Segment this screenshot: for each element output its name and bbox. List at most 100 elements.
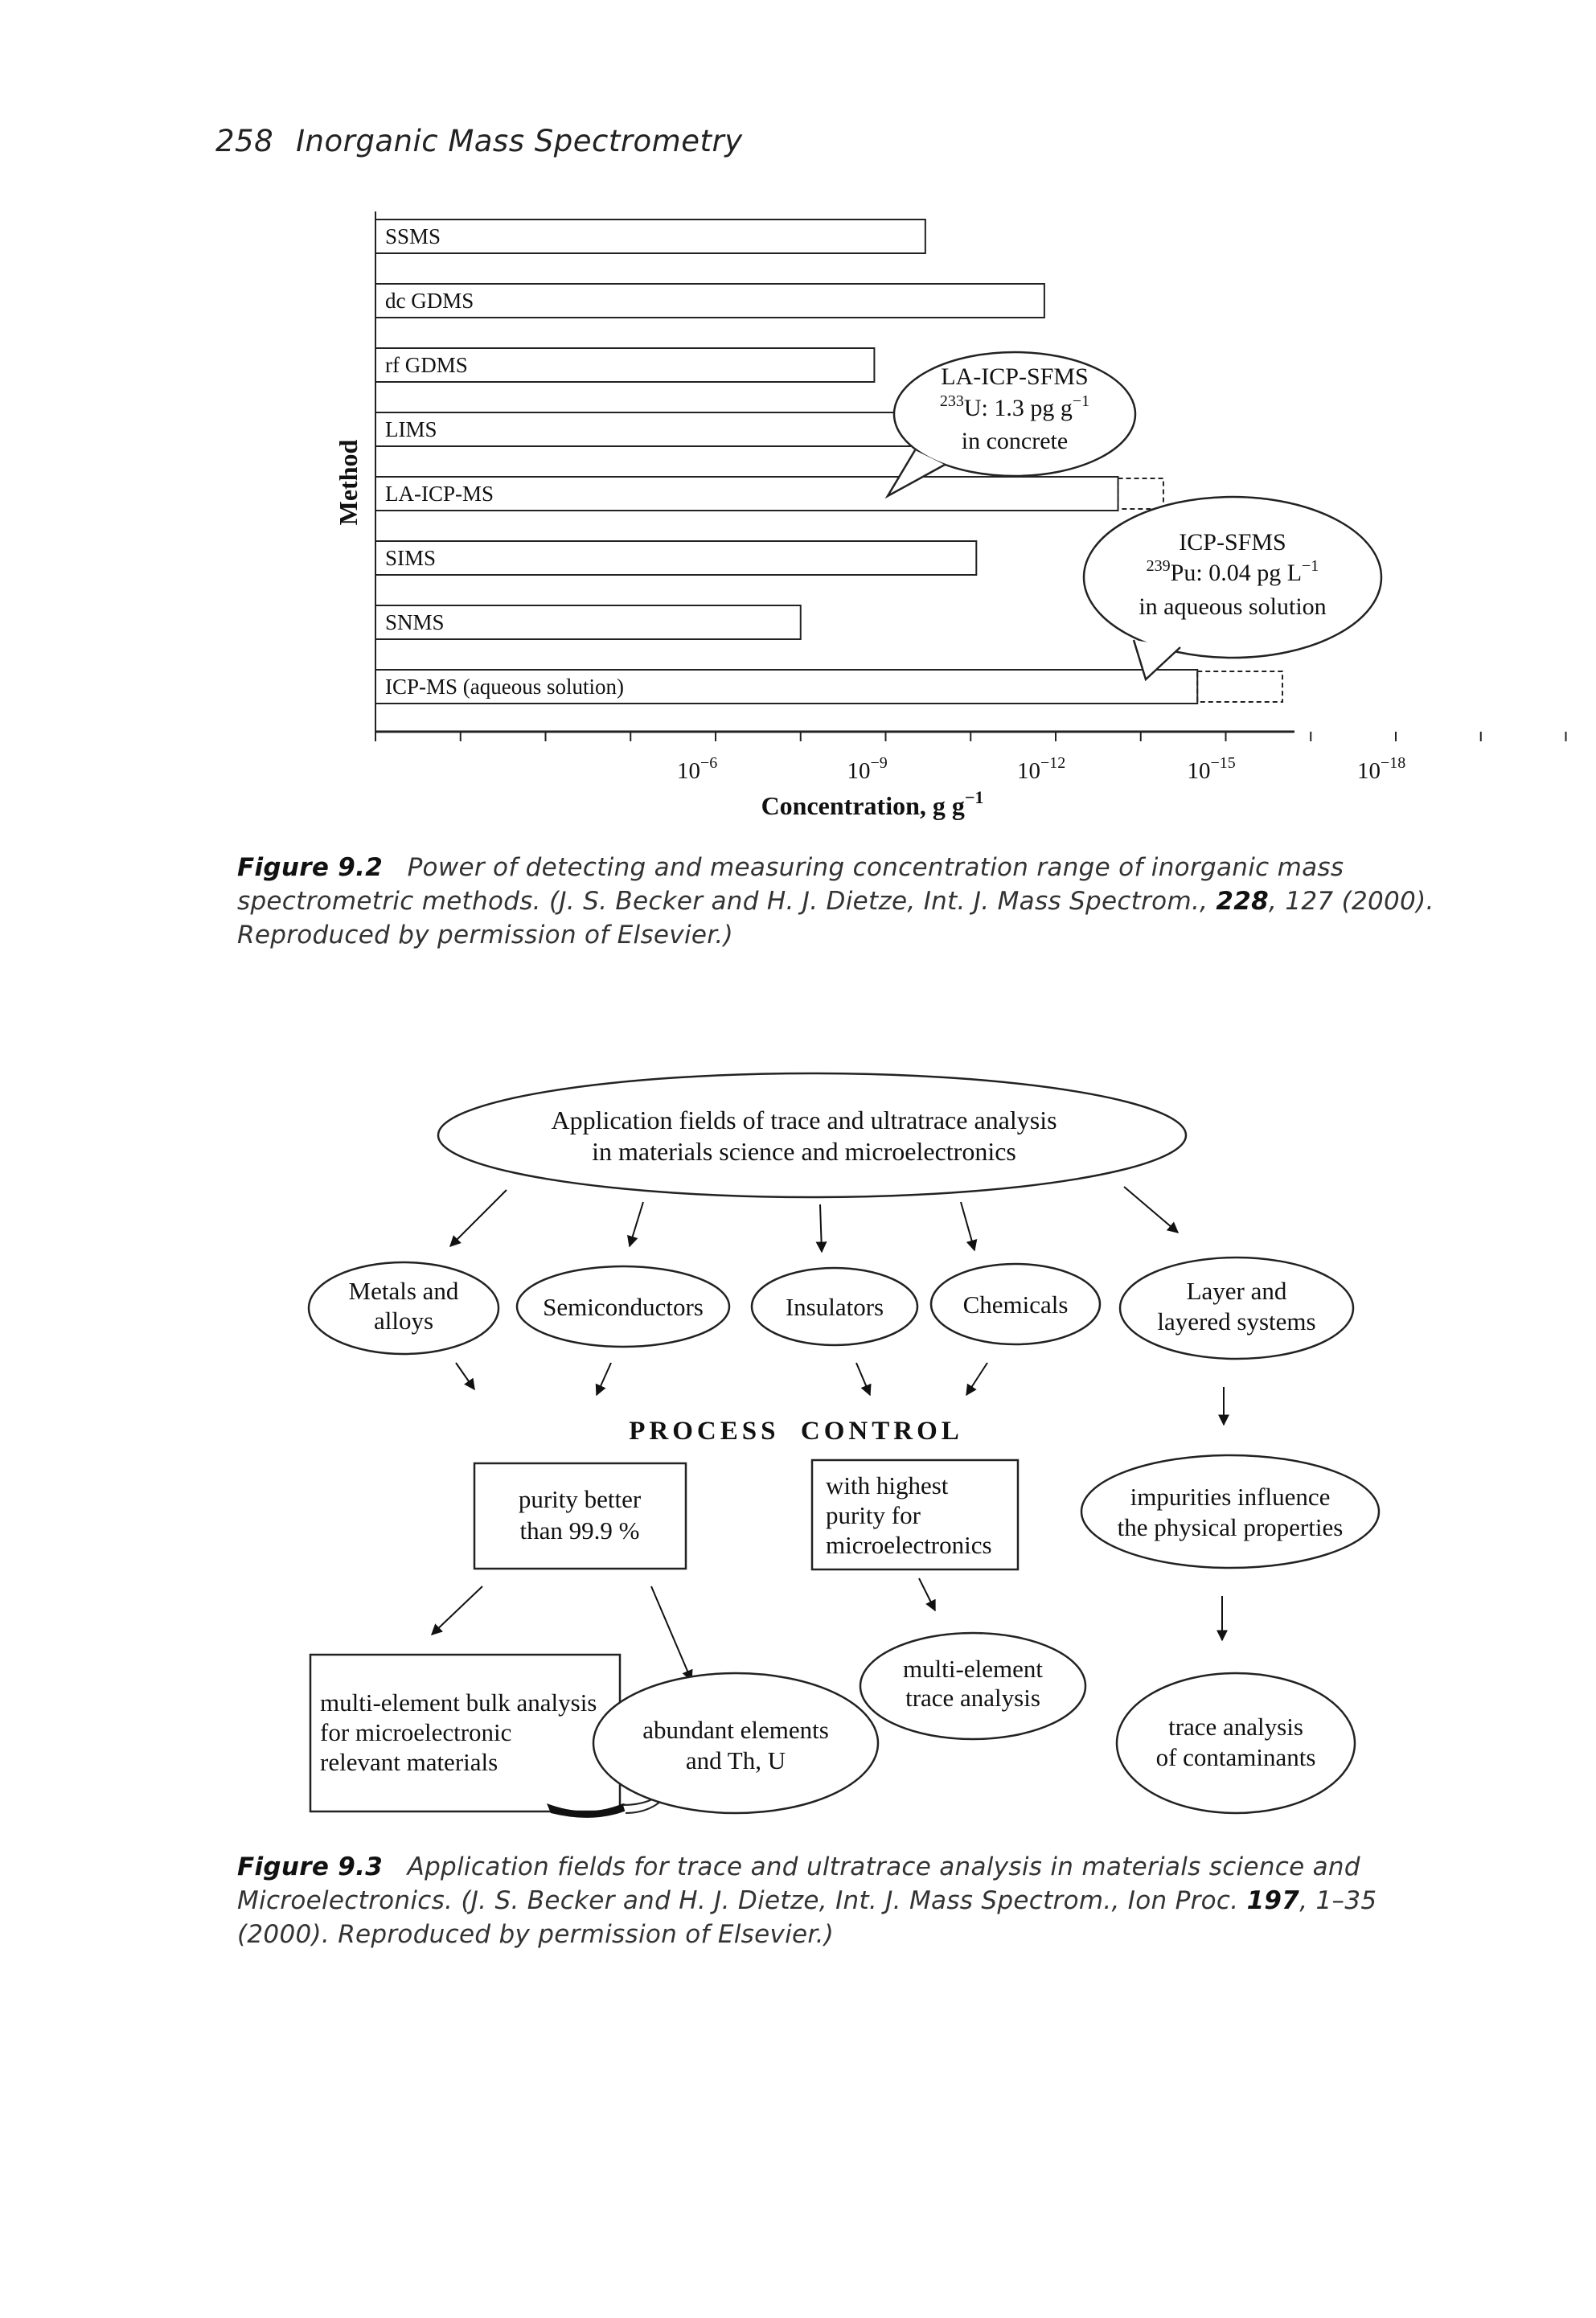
bar-extension-la-icp-ms [1117, 478, 1164, 510]
arrow-purity-bulk [430, 1586, 483, 1635]
arrow-top-layer [1123, 1186, 1180, 1233]
box-purity: purity better than 99.9 % [473, 1462, 687, 1570]
bulk-line2: for microelectronic [320, 1718, 511, 1746]
x-tick-labels-group: 10−6 10−9 10−12 10−15 10−18 [677, 754, 1405, 784]
callout-icp-sfms: ICP-SFMS 239Pu: 0.04 pg L−1 in aqueous s… [1082, 495, 1383, 682]
layer-line2: layered systems [1157, 1307, 1315, 1335]
semiconductors-label: Semiconductors [543, 1293, 704, 1321]
highest-line2: purity for [826, 1501, 921, 1529]
bar-label-snms: SNMS [385, 610, 445, 634]
impurities-line1: impurities influence [1130, 1483, 1331, 1511]
abundant-line1: abundant elements [642, 1716, 829, 1744]
chemicals-label: Chemicals [963, 1290, 1069, 1319]
x-axis-ticks [375, 732, 1567, 741]
contaminants-line2: of contaminants [1156, 1743, 1316, 1771]
x-tick-label: 10−18 [1357, 754, 1405, 784]
arrow-semi-process [595, 1362, 612, 1397]
highest-line1: with highest [826, 1471, 949, 1500]
bar-label-lims: LIMS [385, 417, 437, 441]
purity-line1: purity better [519, 1485, 642, 1513]
metals-line2: alloys [374, 1307, 433, 1335]
arrow-top-semiconductors [627, 1201, 644, 1248]
figure-9-3-diagram: Application fields of trace and ultratra… [307, 1072, 1381, 1818]
x-tick-label: 10−9 [847, 754, 888, 784]
bar-snms [375, 605, 802, 640]
callout-la-icp-sfms: LA-ICP-SFMS 233U: 1.3 pg g−1 in concrete [884, 351, 1137, 499]
bar-icp-ms-aqueous-solution- [375, 669, 1199, 704]
bar-label-sims: SIMS [385, 546, 436, 570]
arrow-highest-multi [918, 1577, 936, 1612]
figure-9-3-caption-volume: 197 [1246, 1886, 1300, 1915]
bars-group [375, 219, 1283, 704]
arrow-top-insulators [815, 1204, 827, 1253]
x-tick-label: 10−15 [1188, 754, 1236, 784]
figure-9-3-label: Figure 9.3 [237, 1852, 384, 1881]
contaminants-line1: trace analysis [1168, 1713, 1303, 1741]
figure-9-2-label: Figure 9.2 [237, 853, 384, 882]
node-abundant-elements: abundant elements and Th, U [592, 1672, 880, 1815]
page-number: 258 [215, 124, 274, 158]
running-head: 258 Inorganic Mass Spectrometry [215, 124, 743, 158]
bar-lims [375, 412, 983, 447]
node-multi-element-trace: multi-element trace analysis [859, 1631, 1087, 1741]
metals-line1: Metals and [349, 1277, 459, 1305]
bar-label-icp-ms-aqueous-solution-: ICP-MS (aqueous solution) [385, 675, 624, 699]
layer-line1: Layer and [1187, 1277, 1287, 1305]
figure-9-3-caption: Figure 9.3 Application fields for trace … [237, 1850, 1435, 1951]
arrow-purity-abundant [650, 1586, 693, 1682]
figure-9-3-caption-end: , 1–35 (2000). Reproduced by permission … [237, 1886, 1377, 1949]
multi-trace-line1: multi-element [903, 1655, 1043, 1683]
figure-9-3-caption-text: Application fields for trace and ultratr… [237, 1852, 1360, 1915]
callout-2-line3: in aqueous solution [1139, 593, 1326, 620]
running-title: Inorganic Mass Spectrometry [296, 124, 743, 158]
bar-label-rf-gdms: rf GDMS [385, 353, 468, 377]
callout-2-line1: ICP-SFMS [1179, 529, 1286, 556]
bar-rf-gdms [375, 347, 876, 383]
callout-2-line2: 239Pu: 0.04 pg L−1 [1147, 557, 1319, 586]
node-insulators: Insulators [750, 1266, 919, 1347]
arrow-chem-process [966, 1362, 988, 1397]
bar-sims [375, 540, 978, 576]
arrow-metals-process [455, 1362, 475, 1391]
purity-line2: than 99.9 % [520, 1516, 640, 1545]
bar-dc-gdms [375, 283, 1045, 318]
x-axis-label: Concentration, g g−1 [761, 787, 984, 820]
figure-9-2-chart: SSMS dc GDMS rf GDMS LIMS LA-ICP-MS SIMS SNMS I… [334, 211, 1567, 820]
callout-1-line2: 233U: 1.3 pg g−1 [940, 392, 1089, 421]
callout-1-line3: in concrete [962, 428, 1068, 454]
arrow-top-chemicals [960, 1201, 978, 1252]
node-contaminants: trace analysis of contaminants [1115, 1672, 1356, 1815]
figure-9-2-caption: Figure 9.2 Power of detecting and measur… [237, 851, 1435, 952]
node-layer-systems: Layer and layered systems [1118, 1256, 1355, 1360]
highest-line3: microelectronics [826, 1531, 992, 1559]
bar-extension-icp-ms-aqueous-solution- [1196, 671, 1283, 703]
node-impurities: impurities influence the physical proper… [1080, 1454, 1381, 1569]
node-metals-alloys: Metals and alloys [307, 1261, 500, 1356]
box-bulk-analysis: multi-element bulk analysis for microele… [309, 1653, 622, 1813]
box-highest-purity: with highest purity for microelectronics [810, 1458, 1020, 1571]
figure-9-2-caption-volume: 228 [1216, 887, 1270, 916]
top-node-line1: Application fields of trace and ultratra… [551, 1106, 1056, 1134]
arrow-top-metals [449, 1189, 507, 1247]
bulk-line3: relevant materials [320, 1748, 498, 1776]
bar-la-icp-ms [375, 476, 1119, 511]
bar-labels-group: SSMS dc GDMS rf GDMS LIMS LA-ICP-MS SIMS SNMS I… [385, 224, 624, 699]
x-tick-label: 10−12 [1017, 754, 1065, 784]
bar-label-ssms: SSMS [385, 224, 441, 248]
x-tick-label: 10−6 [677, 754, 717, 784]
insulators-label: Insulators [786, 1293, 884, 1321]
bulk-line1: multi-element bulk analysis [320, 1688, 597, 1717]
top-node: Application fields of trace and ultratra… [437, 1072, 1188, 1199]
impurities-line2: the physical properties [1118, 1513, 1344, 1541]
abundant-line2: and Th, U [686, 1746, 786, 1774]
bar-label-dc-gdms: dc GDMS [385, 289, 474, 313]
bar-label-la-icp-ms: LA-ICP-MS [385, 482, 494, 506]
node-chemicals: Chemicals [929, 1262, 1102, 1346]
curved-arrow [547, 1803, 635, 1818]
figure-9-2-caption-end: , 127 (2000). Reproduced by permission o… [237, 887, 1434, 950]
figure-9-2-caption-text: Power of detecting and measuring concent… [237, 853, 1344, 916]
top-node-line2: in materials science and microelectronic… [592, 1137, 1016, 1166]
node-semiconductors: Semiconductors [515, 1265, 731, 1348]
callout-1-line1: LA-ICP-SFMS [941, 363, 1088, 390]
y-axis-label: Method [334, 439, 363, 525]
